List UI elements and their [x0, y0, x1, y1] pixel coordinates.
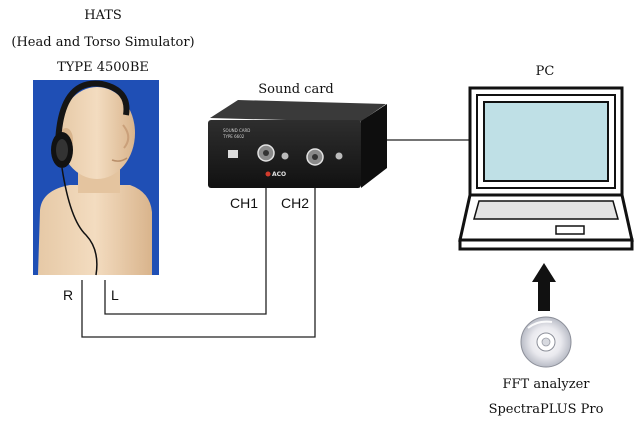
hats-model: TYPE 4500BE	[57, 60, 149, 75]
hats-port-left-label: L	[111, 287, 119, 303]
cd-disc-icon	[520, 316, 572, 368]
hats-subtitle: (Head and Torso Simulator)	[11, 35, 195, 50]
software-name: FFT analyzer	[502, 377, 590, 392]
hats-title: HATS	[84, 8, 122, 23]
signal-wires	[81, 139, 470, 338]
panel-label: SOUND CARD	[223, 128, 250, 133]
sound-card-device: SOUND CARD TYPE 6602 ACO	[208, 100, 387, 188]
panel-brand: ACO	[272, 171, 286, 178]
ch1-label: CH1	[230, 195, 259, 211]
soundcard-title: Sound card	[258, 82, 334, 97]
hats-photo	[33, 80, 159, 276]
ch2-label: CH2	[281, 195, 310, 211]
software-product: SpectraPLUS Pro	[488, 402, 604, 417]
laptop-icon	[458, 86, 634, 251]
pc-title: PC	[535, 64, 555, 79]
install-arrow-icon	[532, 263, 556, 311]
panel-type: TYPE 6602	[222, 134, 245, 139]
hats-port-right-label: R	[63, 287, 74, 303]
